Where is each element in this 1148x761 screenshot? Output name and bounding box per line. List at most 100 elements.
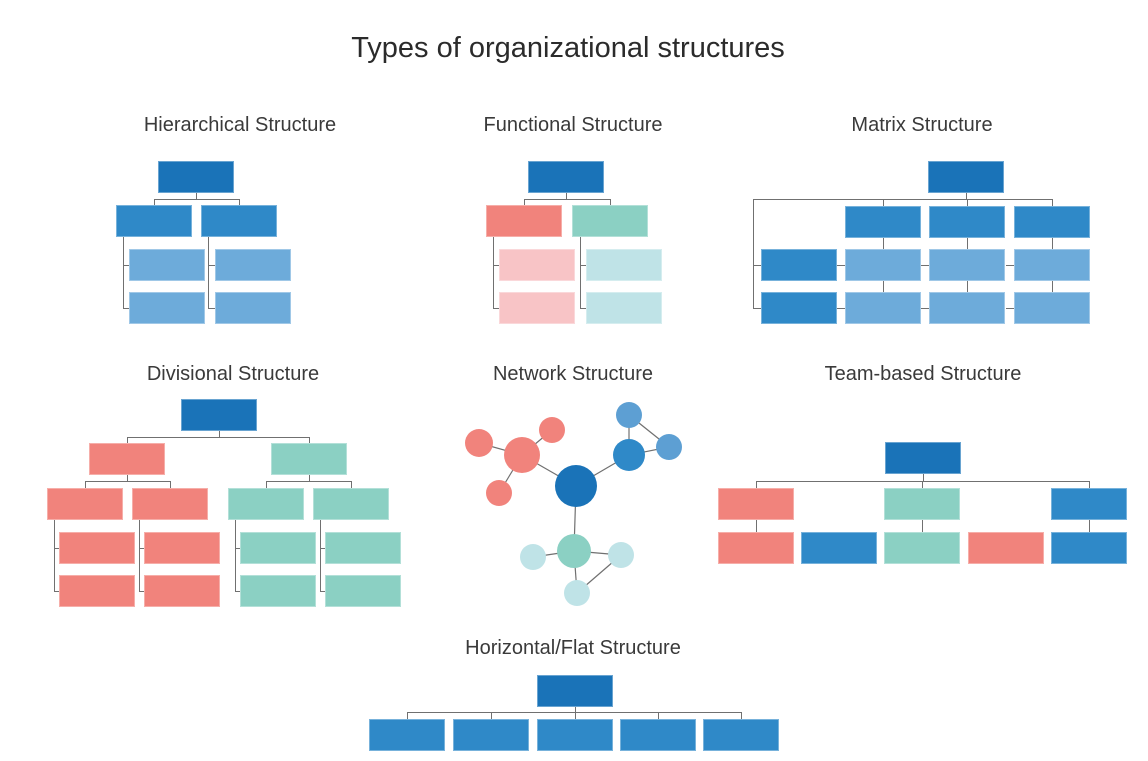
team-based-box xyxy=(884,488,960,520)
team-based-box xyxy=(885,442,961,474)
connector-line xyxy=(235,520,236,591)
connector-line xyxy=(966,193,967,199)
panel-title-matrix: Matrix Structure xyxy=(851,114,993,136)
panel-title-team-based: Team-based Structure xyxy=(824,363,1022,385)
hierarchical-box xyxy=(129,292,205,324)
divisional-box xyxy=(228,488,304,520)
connector-line xyxy=(196,193,197,200)
network-node xyxy=(520,544,546,570)
divisional-box xyxy=(59,575,135,607)
connector-line xyxy=(756,520,757,532)
hierarchical-box xyxy=(201,205,277,237)
functional-box xyxy=(499,249,575,281)
connector-line xyxy=(524,199,525,205)
functional-box xyxy=(572,205,648,237)
connector-line xyxy=(922,520,923,532)
panel-title-divisional: Divisional Structure xyxy=(146,363,320,385)
hierarchical-box xyxy=(129,249,205,281)
connector-line xyxy=(320,520,321,591)
hierarchical-box xyxy=(215,249,291,281)
connector-line xyxy=(208,265,215,266)
matrix-box xyxy=(928,161,1004,193)
panel-title-functional: Functional Structure xyxy=(483,114,663,136)
divisional-box xyxy=(144,575,220,607)
connector-line xyxy=(139,520,140,591)
connector-line xyxy=(491,712,492,719)
horizontal-flat-box xyxy=(620,719,696,751)
divisional-box xyxy=(240,575,316,607)
connector-line xyxy=(837,308,845,309)
divisional-box xyxy=(240,532,316,564)
connector-line xyxy=(756,481,757,488)
network-node xyxy=(504,437,540,473)
connector-line xyxy=(239,199,240,205)
connector-line xyxy=(837,265,845,266)
connector-line xyxy=(580,237,581,308)
connector-line xyxy=(320,548,325,549)
divisional-box xyxy=(271,443,347,475)
team-based-box xyxy=(1051,532,1127,564)
connector-line xyxy=(741,712,742,719)
divisional-box xyxy=(181,399,257,431)
network-node xyxy=(656,434,682,460)
connector-line xyxy=(85,481,86,488)
matrix-box xyxy=(845,206,921,238)
functional-box xyxy=(486,205,562,237)
connector-line xyxy=(266,481,352,482)
matrix-box xyxy=(761,249,837,281)
network-node xyxy=(539,417,565,443)
connector-line xyxy=(753,199,1053,200)
matrix-box xyxy=(1014,249,1090,281)
connector-line xyxy=(1089,481,1090,488)
team-based-box xyxy=(968,532,1044,564)
connector-line xyxy=(407,712,408,719)
divisional-box xyxy=(325,532,401,564)
connector-line xyxy=(266,481,267,488)
connector-line xyxy=(753,199,754,309)
network-node xyxy=(486,480,512,506)
connector-line xyxy=(154,199,240,200)
team-based-box xyxy=(801,532,877,564)
connector-line xyxy=(123,237,124,308)
connector-line xyxy=(967,238,968,249)
connector-line xyxy=(575,707,576,712)
connector-line xyxy=(208,308,215,309)
connector-line xyxy=(1006,265,1014,266)
connector-line xyxy=(309,437,310,443)
connector-line xyxy=(753,308,761,309)
network-node xyxy=(616,402,642,428)
matrix-box xyxy=(1014,292,1090,324)
connector-line xyxy=(753,265,761,266)
matrix-box xyxy=(929,292,1005,324)
matrix-box xyxy=(929,249,1005,281)
team-based-box xyxy=(1051,488,1127,520)
connector-line xyxy=(235,591,240,592)
hierarchical-box xyxy=(215,292,291,324)
connector-line xyxy=(170,481,171,488)
divisional-box xyxy=(144,532,220,564)
divisional-box xyxy=(313,488,389,520)
connector-line xyxy=(923,474,924,481)
functional-box xyxy=(528,161,604,193)
matrix-box xyxy=(761,292,837,324)
matrix-box xyxy=(845,249,921,281)
panel-title-horizontal-flat: Horizontal/Flat Structure xyxy=(465,637,681,659)
connector-line xyxy=(610,199,611,205)
hierarchical-box xyxy=(116,205,192,237)
connector-line xyxy=(85,481,171,482)
network-node xyxy=(555,465,597,507)
connector-line xyxy=(320,591,325,592)
connector-line xyxy=(921,265,929,266)
connector-line xyxy=(756,481,1090,482)
panel-title-hierarchical: Hierarchical Structure xyxy=(143,114,337,136)
functional-box xyxy=(499,292,575,324)
connector-line xyxy=(883,199,884,207)
connector-line xyxy=(235,548,240,549)
page-title: Types of organizational structures xyxy=(351,32,785,64)
connector-line xyxy=(139,591,144,592)
horizontal-flat-box xyxy=(537,719,613,751)
connector-line xyxy=(524,199,611,200)
horizontal-flat-box xyxy=(369,719,445,751)
connector-line xyxy=(123,265,129,266)
network-node xyxy=(557,534,591,568)
